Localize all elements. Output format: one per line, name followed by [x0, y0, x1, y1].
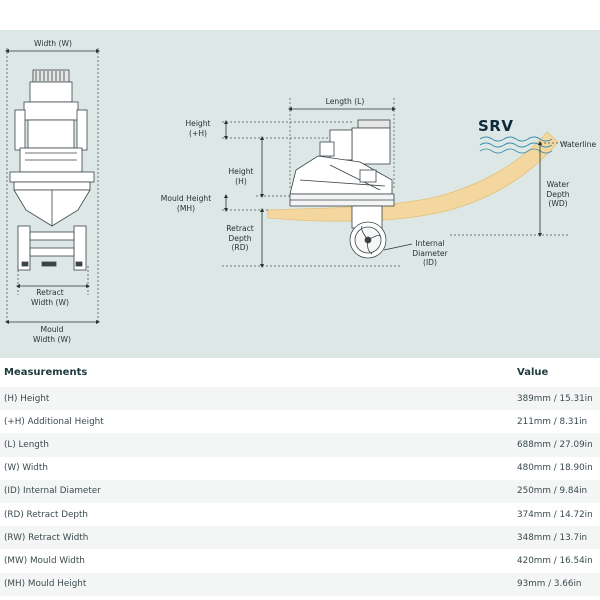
- table-row: (W) Width 480mm / 18.90in: [0, 457, 600, 480]
- table-row: (RD) Retract Depth 374mm / 14.72in: [0, 503, 600, 526]
- row-value: 374mm / 14.72in: [517, 509, 593, 520]
- row-measure: (RW) Retract Width: [4, 532, 89, 543]
- table-row: (MW) Mould Width 420mm / 16.54in: [0, 549, 600, 572]
- table-row: (RW) Retract Width 348mm / 13.7in: [0, 526, 600, 550]
- label-additional-height: Height(+H): [185, 119, 211, 138]
- label-waterline: Waterline: [560, 140, 597, 149]
- row-measure: (MW) Mould Width: [4, 555, 85, 566]
- header-value: Value: [517, 367, 549, 378]
- table-row: (L) Length 688mm / 27.09in: [0, 433, 600, 457]
- table-row: (MH) Mould Height 93mm / 3.66in: [0, 572, 600, 596]
- row-value: 250mm / 9.84in: [517, 486, 588, 497]
- label-length: Length (L): [325, 97, 365, 106]
- label-height: Height(H): [228, 167, 254, 186]
- row-value: 480mm / 18.90in: [517, 463, 593, 474]
- row-measure: (H) Height: [4, 393, 50, 404]
- table-row: (ID) Internal Diameter 250mm / 9.84in: [0, 479, 600, 503]
- row-measure: (RD) Retract Depth: [4, 509, 89, 520]
- row-measure: (+H) Additional Height: [4, 416, 104, 427]
- row-value: 211mm / 8.31in: [517, 416, 588, 427]
- label-width: Width (W): [34, 39, 72, 48]
- row-value: 93mm / 3.66in: [517, 579, 582, 590]
- side-view-drawing: [289, 119, 395, 259]
- row-measure: (MH) Mould Height: [4, 579, 87, 590]
- row-value: 688mm / 27.09in: [517, 439, 593, 450]
- row-value: 348mm / 13.7in: [517, 532, 588, 543]
- table-header: Measurements Value: [0, 358, 600, 387]
- diagram-drawing: [5, 48, 568, 324]
- srv-logo: SRV: [478, 117, 514, 135]
- measurements-table: Measurements Value (H) Height 389mm / 15.…: [0, 358, 600, 596]
- row-measure: (W) Width: [4, 463, 48, 474]
- row-value: 420mm / 16.54in: [517, 555, 593, 566]
- table-body: (H) Height 389mm / 15.31in (+H) Additiona…: [0, 387, 600, 596]
- table-row: (H) Height 389mm / 15.31in: [0, 387, 600, 411]
- row-measure: (ID) Internal Diameter: [4, 486, 101, 497]
- row-value: 389mm / 15.31in: [517, 393, 593, 404]
- table-row: (+H) Additional Height 211mm / 8.31in: [0, 410, 600, 433]
- row-measure: (L) Length: [4, 439, 49, 450]
- label-mould-height: Mould Height(MH): [160, 194, 212, 213]
- header-measurements: Measurements: [4, 367, 88, 378]
- front-view-drawing: [6, 48, 99, 322]
